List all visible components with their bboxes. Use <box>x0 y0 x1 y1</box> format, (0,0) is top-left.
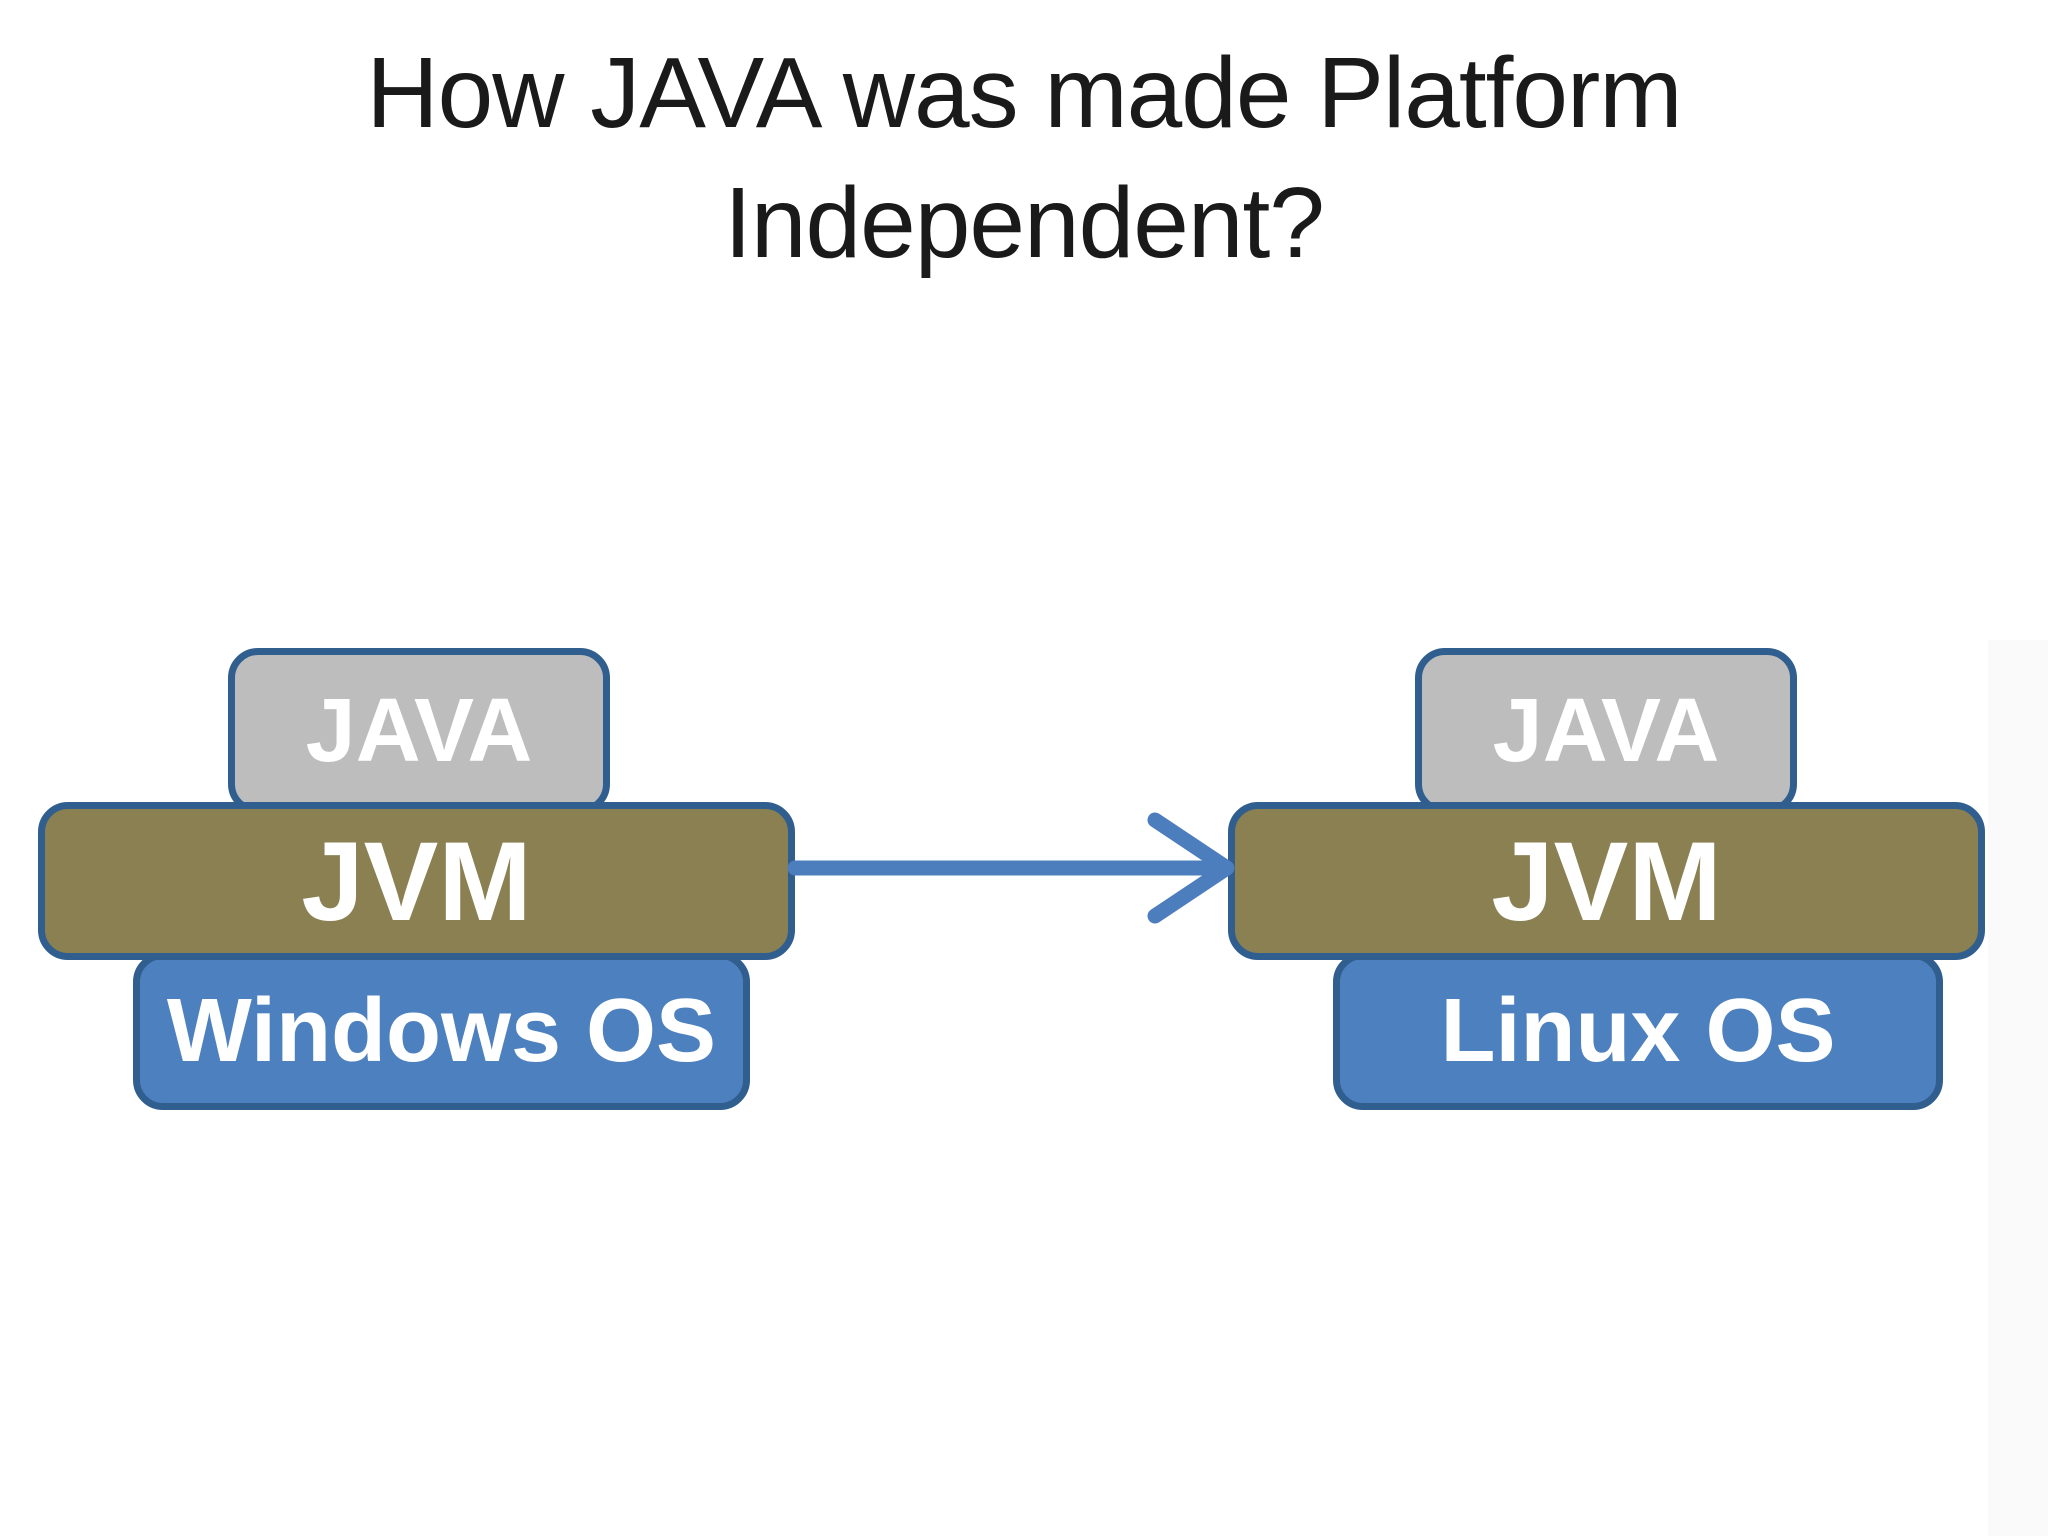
linux-os-layer: Linux OS <box>1333 952 1943 1110</box>
page-title-line-1: How JAVA was made Platform <box>366 37 1682 149</box>
windows-os-layer-label: Windows OS <box>166 980 717 1081</box>
arrow-head <box>1147 812 1235 924</box>
jvm-layer-linux-label: JVM <box>1491 818 1722 944</box>
jvm-layer-linux: JVM <box>1228 802 1985 960</box>
page-title-line-2: Independent? <box>724 167 1325 279</box>
java-layer-windows-label: JAVA <box>305 680 533 781</box>
page-title: How JAVA was made Platform Independent? <box>0 28 2048 288</box>
right-arrow-icon <box>787 812 1235 924</box>
windows-os-layer: Windows OS <box>133 952 750 1110</box>
jvm-layer-windows: JVM <box>38 802 795 960</box>
jvm-layer-windows-label: JVM <box>301 818 532 944</box>
right-margin-strip <box>1988 640 2048 1536</box>
java-layer-linux: JAVA <box>1415 648 1797 814</box>
java-layer-linux-label: JAVA <box>1492 680 1720 781</box>
linux-os-layer-label: Linux OS <box>1440 980 1836 1081</box>
java-layer-windows: JAVA <box>228 648 610 814</box>
